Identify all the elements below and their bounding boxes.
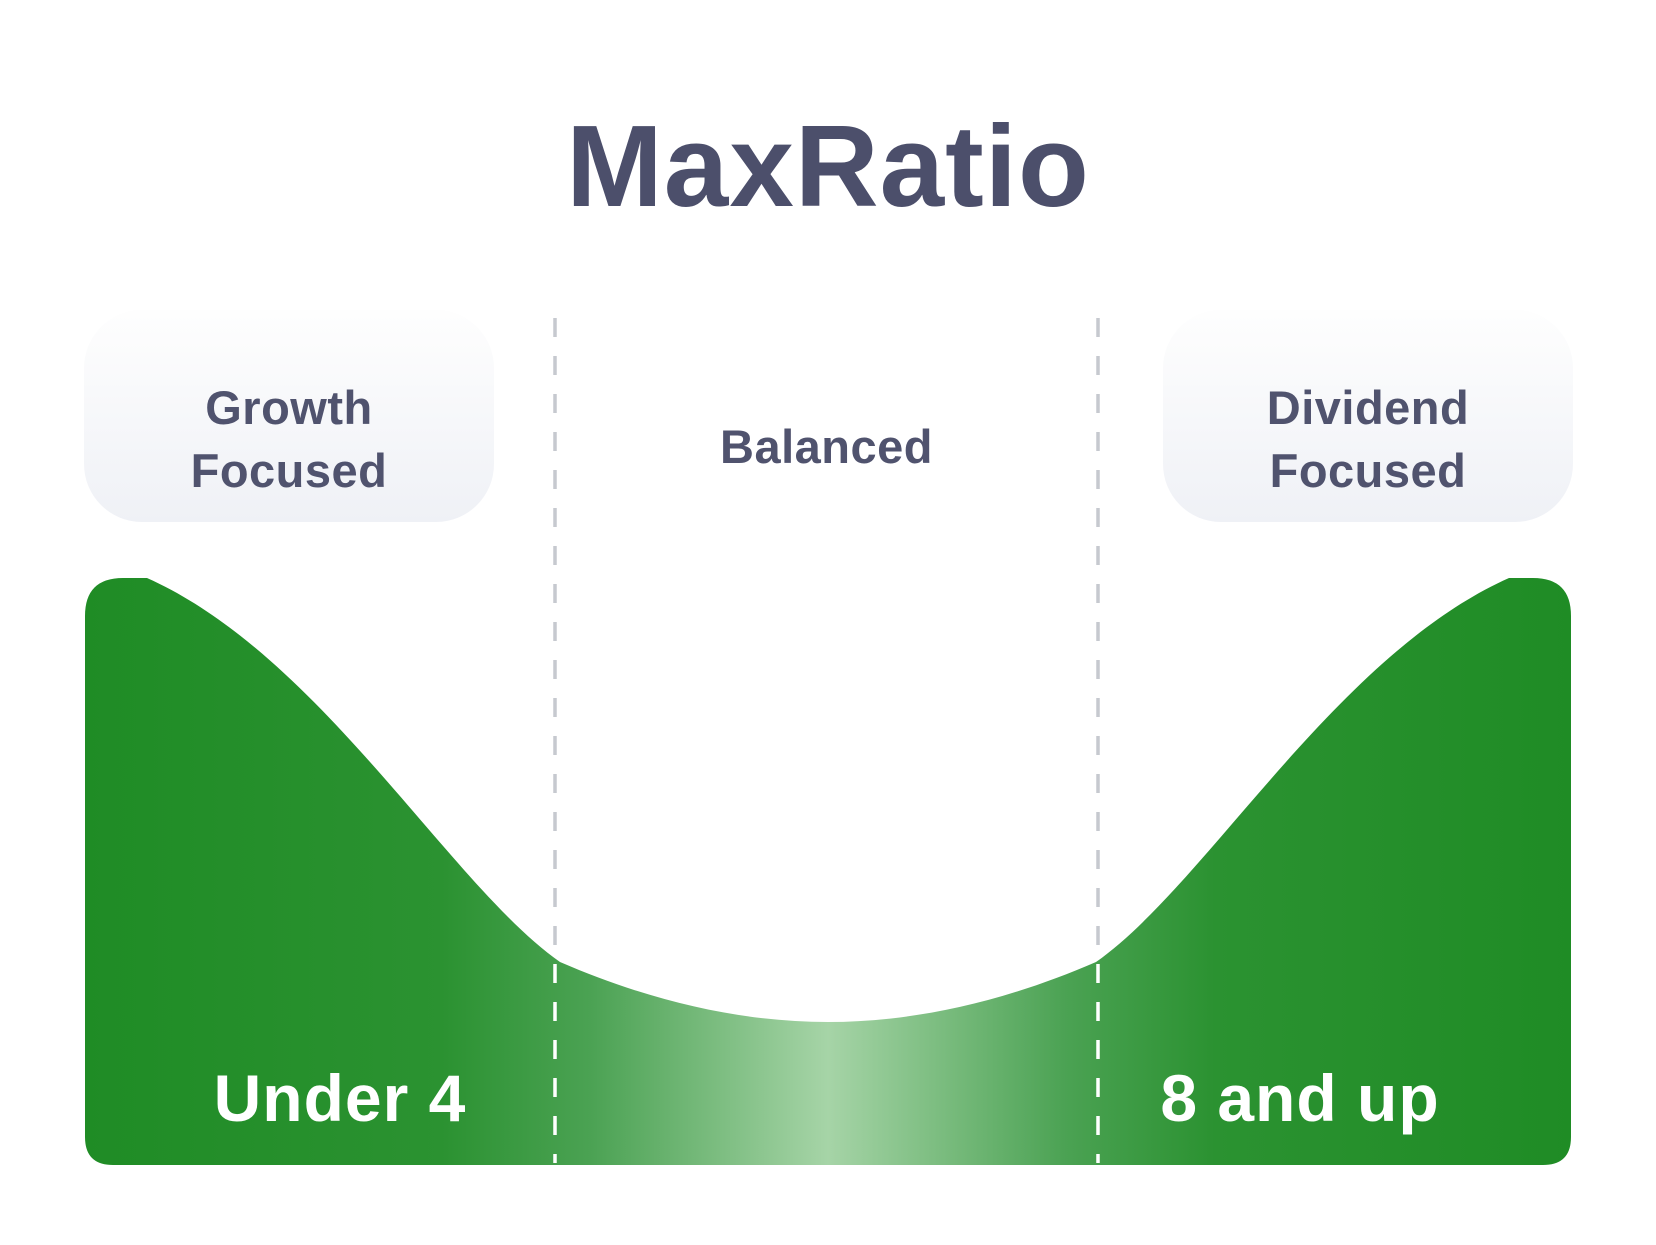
section-label-line: Focused xyxy=(190,444,388,497)
page-title: MaxRatio xyxy=(566,101,1090,231)
section-label-line: Focused xyxy=(1269,444,1467,497)
section-label-growth-focused: Growth Focused xyxy=(84,310,494,522)
range-label-8-and-up: 8 and up xyxy=(1160,1061,1440,1135)
section-label-line: Dividend xyxy=(1266,381,1470,434)
range-label-under-4: Under 4 xyxy=(213,1061,467,1135)
green-valley-shape xyxy=(85,578,1571,1165)
section-label-line: Growth xyxy=(205,381,373,434)
section-label-balanced: Balanced xyxy=(720,419,933,473)
section-label-dividend-focused: Dividend Focused xyxy=(1163,310,1573,522)
